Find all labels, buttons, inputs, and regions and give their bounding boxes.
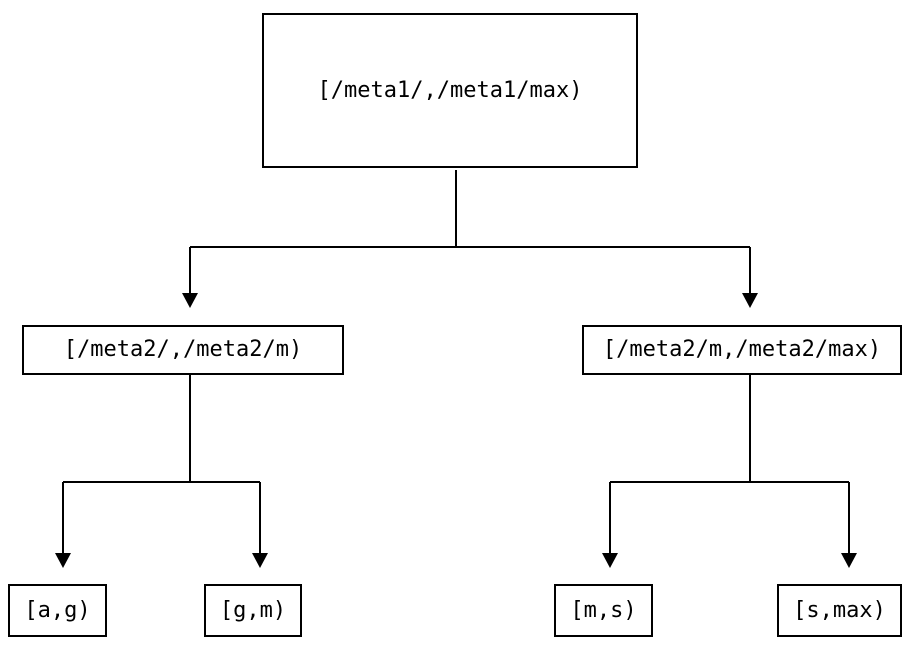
node-label: [/meta2/,/meta2/m) [63, 337, 303, 362]
node-label: [g,m) [219, 597, 287, 623]
node-leaf-s-max: [s,max) [777, 584, 902, 637]
arrowhead-down-icon [252, 553, 268, 568]
arrowhead-down-icon [742, 293, 758, 308]
node-label: [a,g) [24, 597, 91, 623]
node-leaf-g-m: [g,m) [204, 584, 302, 637]
arrowhead-down-icon [602, 553, 618, 568]
arrowhead-down-icon [55, 553, 71, 568]
node-label: [m,s) [570, 597, 637, 623]
node-meta2-left-range: [/meta2/,/meta2/m) [22, 325, 344, 375]
arrowhead-down-icon [841, 553, 857, 568]
arrowhead-down-icon [182, 293, 198, 308]
node-leaf-a-g: [a,g) [8, 584, 107, 637]
node-label: [/meta2/m,/meta2/max) [602, 337, 882, 362]
node-root-range: [/meta1/,/meta1/max) [262, 13, 638, 168]
node-label: [/meta1/,/meta1/max) [317, 77, 583, 103]
node-label: [s,max) [793, 597, 886, 623]
node-meta2-right-range: [/meta2/m,/meta2/max) [582, 325, 902, 375]
node-leaf-m-s: [m,s) [554, 584, 653, 637]
